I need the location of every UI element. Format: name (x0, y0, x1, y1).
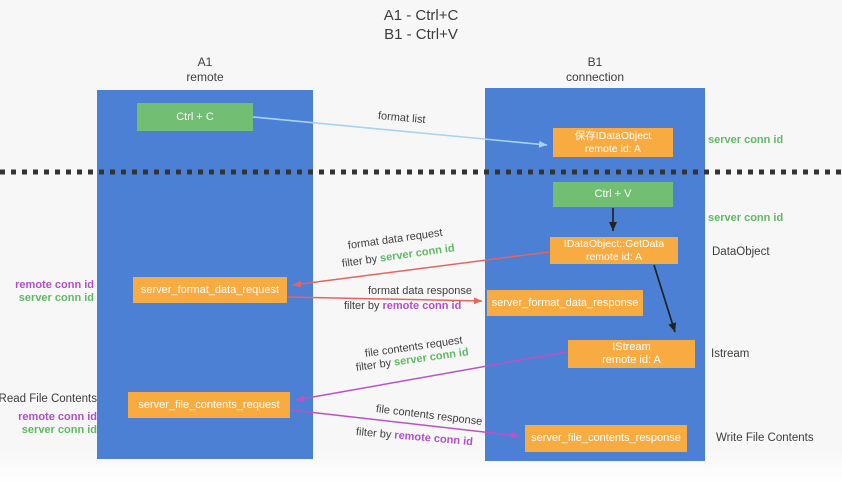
filter-prefix: filter by (355, 357, 392, 374)
lane-a1-header: A1 remote (97, 55, 313, 85)
node-getdata-line1: IDataObject::GetData (563, 237, 665, 250)
label-remote-conn-id-bottom: remote conn id (18, 411, 97, 423)
node-istream: IStream remote id: A (568, 340, 695, 368)
label-file-contents-response: file contents response (375, 403, 483, 428)
node-file-response: server_file_contents_response (525, 425, 687, 452)
label-dataobject: DataObject (712, 246, 770, 258)
label-format-data-response: format data response (368, 285, 472, 297)
node-save-idataobject-line2: remote id: A (584, 142, 641, 155)
label-istream: Istream (711, 348, 750, 360)
filter-key-remote: remote conn id (393, 429, 474, 449)
title-line-2: B1 - Ctrl+V (384, 26, 458, 43)
lane-a1-id: A1 (197, 55, 213, 69)
node-save-idataobject: 保存IDataObject remote id: A (553, 128, 673, 157)
lane-b1-id: B1 (587, 55, 603, 69)
label-server-conn-id-bottom: server conn id (21, 424, 97, 436)
label-server-conn-id-top: server conn id (708, 134, 784, 146)
label-write-file-contents: Write File Contents (716, 432, 814, 444)
node-getdata-line2: remote id: A (585, 250, 642, 263)
node-ctrl-v: Ctrl + V (553, 182, 673, 207)
label-remote-conn-id-mid: remote conn id (15, 279, 94, 291)
filter-key-remote: remote conn id (382, 300, 462, 312)
filter-prefix: filter by (344, 300, 380, 312)
label-read-file-contents: Read File Contents (0, 393, 97, 405)
lane-a1-name: remote (186, 70, 224, 84)
label-format-list: format list (377, 110, 427, 127)
node-ctrl-c: Ctrl + C (137, 103, 253, 131)
label-server-conn-id-left-mid: server conn id (18, 292, 94, 304)
node-istream-line1: IStream (612, 341, 651, 353)
node-istream-line2: remote id: A (602, 354, 661, 366)
node-format-request: server_format_data_request (133, 277, 287, 303)
node-file-request: server_file_contents_request (128, 392, 290, 418)
node-format-response: server_format_data_response (487, 290, 643, 316)
filter-prefix: filter by (341, 253, 378, 270)
title-line-1: A1 - Ctrl+C (383, 7, 459, 24)
lane-b1-header: B1 connection (485, 55, 705, 85)
label-server-conn-id-mid: server conn id (708, 212, 784, 224)
node-save-idataobject-line1: 保存IDataObject (574, 129, 652, 142)
filter-prefix: filter by (355, 426, 392, 442)
diagram-title: A1 - Ctrl+C B1 - Ctrl+V (0, 6, 842, 44)
lane-b1-name: connection (565, 70, 625, 84)
node-getdata: IDataObject::GetData remote id: A (550, 237, 678, 264)
